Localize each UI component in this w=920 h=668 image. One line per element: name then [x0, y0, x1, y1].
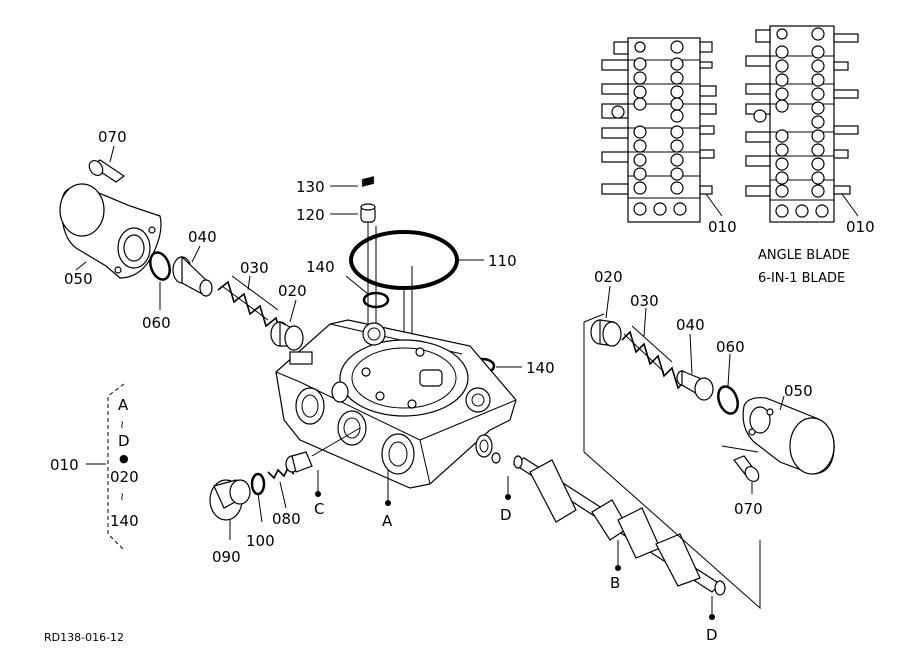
callout-010-inset-right: 010 — [846, 218, 875, 236]
callout-020-left: 020 — [278, 282, 307, 300]
dot-b — [615, 565, 621, 571]
callout-130: 130 — [296, 178, 325, 196]
range-end-d: D — [118, 432, 130, 450]
o-ring-060-left — [149, 251, 171, 281]
callout-020-right: 020 — [594, 268, 623, 286]
spring-130 — [361, 176, 375, 187]
callout-120: 120 — [296, 206, 325, 224]
inset-valve-stack-left — [601, 37, 723, 223]
range-start-a: A — [118, 396, 129, 414]
inset-valve-stack-right — [745, 25, 859, 223]
dot-a — [385, 500, 391, 506]
o-ring-060-right — [717, 385, 739, 415]
o-ring-100 — [250, 472, 266, 496]
callout-140-right: 140 — [526, 359, 555, 377]
collar-020-left — [270, 321, 304, 351]
plug-090 — [209, 479, 251, 521]
callout-080: 080 — [272, 510, 301, 528]
marker-b: B — [610, 574, 620, 592]
end-cap-050-left — [59, 183, 162, 279]
range-dot: ● — [119, 452, 129, 465]
callout-050-right: 050 — [784, 382, 813, 400]
note-6-in-1-blade: 6-IN-1 BLADE — [758, 271, 845, 286]
callout-140-top: 140 — [306, 258, 335, 276]
dot-d-right — [709, 614, 715, 620]
callout-010-inset-left: 010 — [708, 218, 737, 236]
o-ring-110 — [349, 230, 459, 290]
end-cap-050-right — [742, 397, 835, 475]
callout-070-right: 070 — [734, 500, 763, 518]
marker-a: A — [382, 512, 393, 530]
bolt-070-left — [88, 159, 126, 183]
dot-d-left — [505, 494, 511, 500]
note-angle-blade: ANGLE BLADE — [758, 248, 850, 263]
plug-120 — [360, 203, 376, 223]
retainer-040-left — [172, 255, 213, 298]
range-start-020: 020 — [110, 468, 139, 486]
callout-060-left: 060 — [142, 314, 171, 332]
range-legend: A ≀ D ● 020 ≀ 140 — [107, 383, 139, 551]
spring-030-right — [621, 325, 687, 390]
valve-body — [275, 319, 517, 489]
reference-code: RD138-016-12 — [44, 631, 124, 644]
assembly-frame-right — [583, 322, 761, 610]
callout-090: 090 — [212, 548, 241, 566]
marker-d-left: D — [500, 506, 512, 524]
range-tilde-1: ≀ — [120, 418, 124, 431]
collar-020-right — [590, 319, 622, 347]
callout-030-right: 030 — [630, 292, 659, 310]
dot-c — [315, 491, 321, 497]
range-end-140: 140 — [110, 512, 139, 530]
range-tilde-2: ≀ — [120, 490, 124, 503]
callout-070-left: 070 — [98, 128, 127, 146]
callout-050-left: 050 — [64, 270, 93, 288]
poppet-c — [285, 451, 313, 473]
retainer-040-right — [676, 370, 714, 401]
spool-b — [512, 455, 726, 596]
callout-100: 100 — [246, 532, 275, 550]
fitting-d-left — [491, 452, 501, 464]
callout-030-left: 030 — [240, 259, 269, 277]
callout-110: 110 — [488, 252, 517, 270]
callout-060-right: 060 — [716, 338, 745, 356]
bolt-070-right — [733, 455, 760, 483]
callout-010-main: 010 — [50, 456, 79, 474]
marker-d-right: D — [706, 626, 718, 644]
callout-040-left: 040 — [188, 228, 217, 246]
callout-040-right: 040 — [676, 316, 705, 334]
marker-c: C — [314, 500, 324, 518]
